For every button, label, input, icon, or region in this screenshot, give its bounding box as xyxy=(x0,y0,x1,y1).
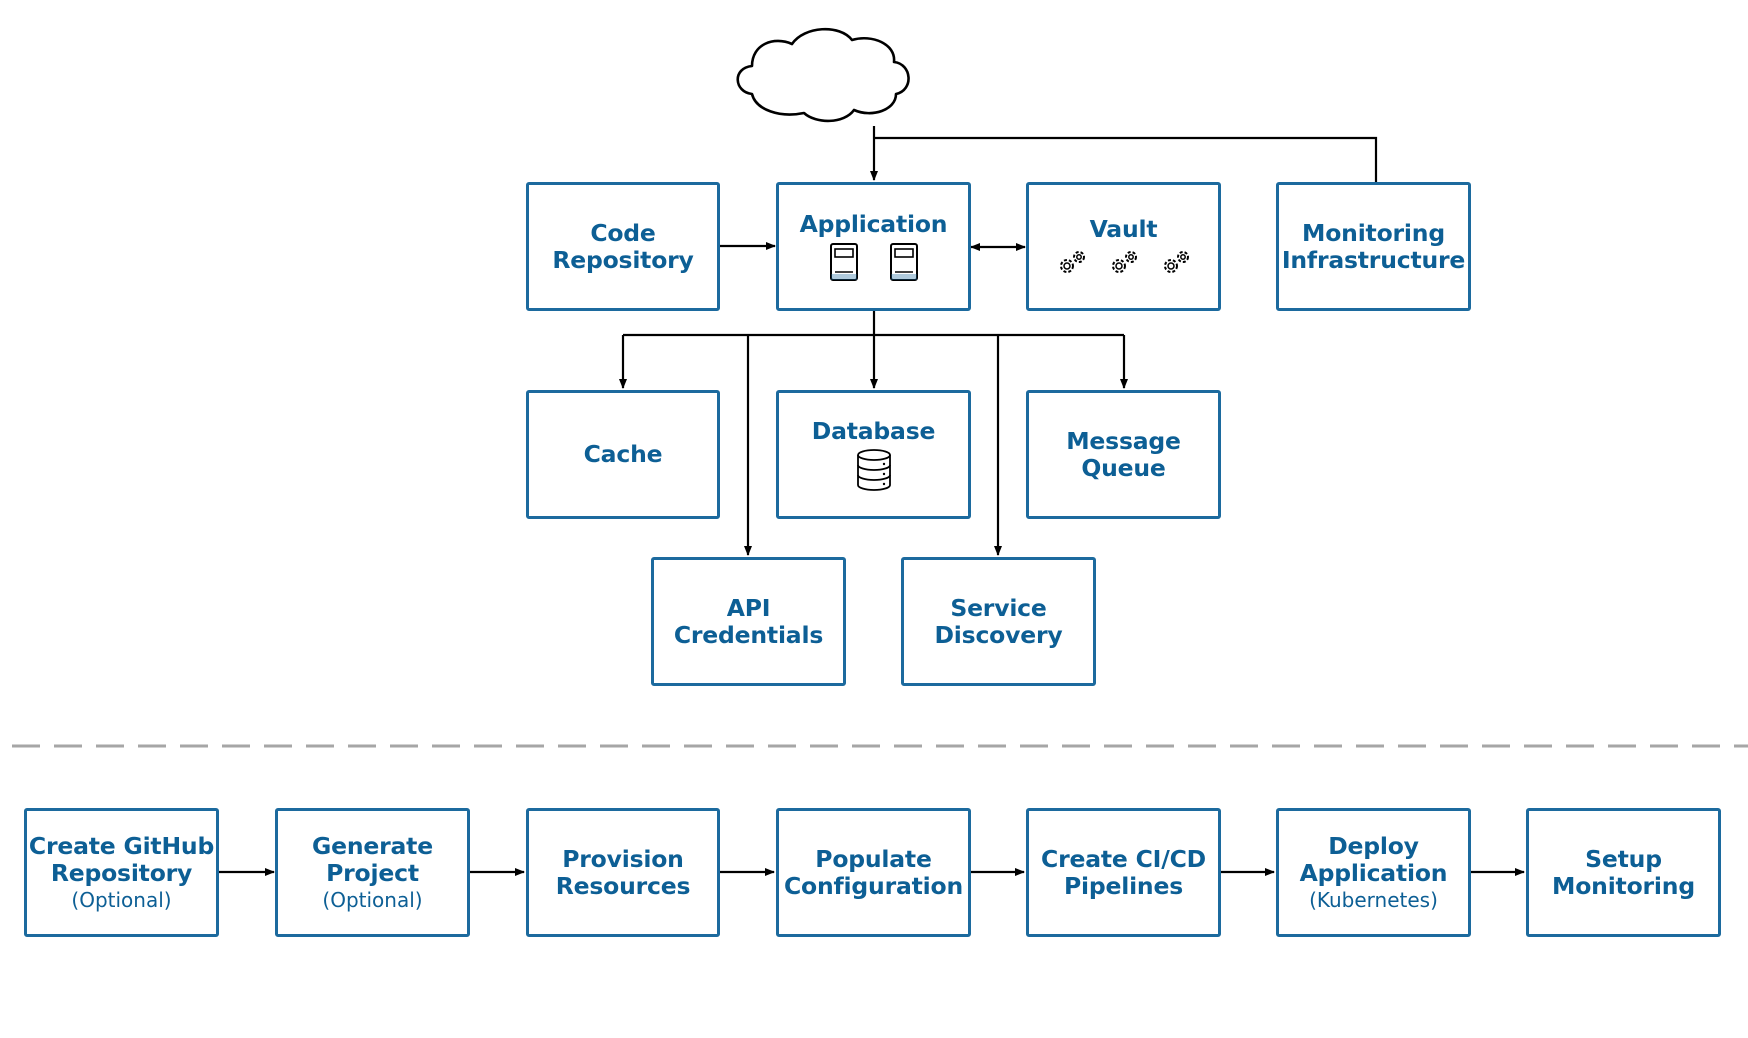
monitoring-label-line2: Infrastructure xyxy=(1281,245,1466,274)
pipeline-step-create-github-repository: Create GitHub Repository (Optional) xyxy=(24,808,219,937)
step-note: (Optional) xyxy=(71,887,172,912)
message-queue-label-line2: Queue xyxy=(1081,453,1166,482)
step-label-line1: Populate xyxy=(815,844,932,873)
pipeline-step-deploy-application: Deploy Application (Kubernetes) xyxy=(1276,808,1471,937)
vault-label: Vault xyxy=(1089,215,1158,243)
pipeline-step-populate-configuration: Populate Configuration xyxy=(776,808,971,937)
step-label-line1: Generate xyxy=(312,831,433,860)
pipeline-step-create-cicd-pipelines: Create CI/CD Pipelines xyxy=(1026,808,1221,937)
step-label-line2: Resources xyxy=(555,871,691,900)
message-queue-box: Message Queue xyxy=(1026,390,1221,519)
step-label-line2: Repository xyxy=(50,858,193,887)
step-label-line1: Setup xyxy=(1585,844,1662,873)
application-label: Application xyxy=(799,210,948,238)
step-note: (Optional) xyxy=(322,887,423,912)
vault-box: Vault xyxy=(1026,182,1221,311)
step-note: (Kubernetes) xyxy=(1309,887,1438,912)
code-repository-box: Code Repository xyxy=(526,182,720,311)
pipeline-step-generate-project: Generate Project (Optional) xyxy=(275,808,470,937)
cloud-icon xyxy=(736,27,910,123)
gears-icon xyxy=(1163,251,1189,273)
api-credentials-box: API Credentials xyxy=(651,557,846,686)
step-label-line1: Create GitHub xyxy=(28,831,215,860)
step-label-line2: Pipelines xyxy=(1063,871,1183,900)
service-discovery-label-line1: Service xyxy=(950,593,1047,622)
database-label: Database xyxy=(811,417,936,445)
message-queue-label-line1: Message xyxy=(1066,426,1181,455)
vault-icons xyxy=(1056,249,1192,277)
api-credentials-label-line1: API xyxy=(726,593,771,622)
line-monitoring-to-cloud xyxy=(874,136,1378,182)
database-icon xyxy=(856,449,891,491)
code-repository-label-line2: Repository xyxy=(552,245,694,274)
pipeline-step-provision-resources: Provision Resources xyxy=(526,808,720,937)
step-label-line2: Configuration xyxy=(784,871,963,900)
step-label-line1: Create CI/CD xyxy=(1041,844,1206,873)
step-label-line1: Provision xyxy=(562,844,684,873)
monitoring-label-line1: Monitoring xyxy=(1302,218,1445,247)
database-box: Database xyxy=(776,390,971,519)
cache-label: Cache xyxy=(583,440,663,468)
service-discovery-box: Service Discovery xyxy=(901,557,1096,686)
step-label-line2: Application xyxy=(1299,858,1448,887)
pipeline-step-setup-monitoring: Setup Monitoring xyxy=(1526,808,1721,937)
service-discovery-label-line2: Discovery xyxy=(934,620,1063,649)
step-label-line2: Project xyxy=(326,858,419,887)
application-box: Application xyxy=(776,182,971,311)
step-label-line1: Deploy xyxy=(1328,831,1419,860)
api-credentials-label-line2: Credentials xyxy=(673,620,824,649)
step-label-line2: Monitoring xyxy=(1552,871,1695,900)
application-icons xyxy=(829,242,919,282)
cache-box: Cache xyxy=(526,390,720,519)
server-icon xyxy=(889,243,918,281)
gears-icon xyxy=(1059,251,1085,273)
code-repository-label-line1: Code xyxy=(590,218,656,247)
monitoring-infrastructure-box: Monitoring Infrastructure xyxy=(1276,182,1471,311)
server-icon xyxy=(829,243,858,281)
gears-icon xyxy=(1111,251,1137,273)
